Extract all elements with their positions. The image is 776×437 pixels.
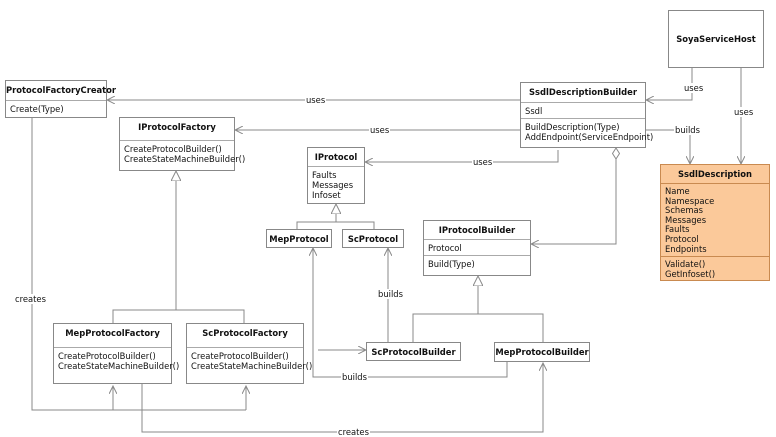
- field-item: Ssdl: [525, 106, 543, 116]
- class-name: SsdlDescription: [677, 169, 753, 179]
- builder-uses-creator-label: uses: [305, 95, 327, 105]
- class-iprotocol-builder[interactable]: IProtocolBuilder Protocol Build(Type): [423, 220, 531, 276]
- method-item: Validate(): [665, 259, 706, 270]
- mep-protocol-inherit-line: [296, 221, 336, 229]
- field-item: Schemas: [665, 205, 704, 216]
- field-item: Protocol: [665, 233, 699, 244]
- mep-factory-inherit-line: [112, 309, 176, 323]
- class-ssdl-description[interactable]: SsdlDescription Name Namespace Schemas M…: [660, 164, 770, 281]
- builder-builds-description-label: builds: [674, 125, 701, 135]
- field-item: Name: [665, 186, 690, 196]
- mep-builder-inherit-line: [478, 313, 544, 342]
- sc-builder-inherit-line: [412, 313, 478, 342]
- sc-protocol-inherit-line: [336, 221, 375, 229]
- class-mep-protocol-builder[interactable]: MepProtocolBuilder: [494, 342, 590, 362]
- field-item: Endpoints: [665, 243, 707, 254]
- class-sc-protocol-factory[interactable]: ScProtocolFactory CreateProtocolBuilder(…: [186, 323, 313, 384]
- method-item: CreateProtocolBuilder(): [191, 351, 289, 361]
- field-item: Namespace: [665, 195, 715, 206]
- builder-uses-factory-label: uses: [369, 125, 391, 135]
- class-name: ScProtocolFactory: [202, 328, 288, 338]
- class-name: IProtocolFactory: [138, 122, 216, 132]
- class-sc-protocol-builder[interactable]: ScProtocolBuilder: [366, 342, 461, 361]
- class-iprotocol-factory[interactable]: IProtocolFactory CreateProtocolBuilder()…: [119, 117, 246, 171]
- method-item: Create(Type): [10, 104, 64, 114]
- field-item: Messages: [312, 180, 354, 190]
- sc-builder-builds-label: builds: [377, 289, 404, 299]
- creator-creates-line: [31, 118, 246, 411]
- mep-builder-builds-line: [313, 248, 508, 378]
- method-item: CreateProtocolBuilder(): [124, 144, 222, 154]
- method-item: CreateProtocolBuilder(): [58, 351, 156, 361]
- factories-create-label: creates: [337, 427, 370, 437]
- class-mep-protocol-factory[interactable]: MepProtocolFactory CreateProtocolBuilder…: [53, 323, 180, 384]
- host-uses-builder-label: uses: [683, 83, 705, 93]
- method-item: AddEndpoint(ServiceEndpoint): [525, 132, 654, 142]
- class-iprotocol[interactable]: IProtocol Faults Messages Infoset: [307, 147, 365, 204]
- class-name: MepProtocolFactory: [65, 328, 160, 338]
- class-mep-protocol[interactable]: MepProtocol: [266, 229, 332, 248]
- class-soya-service-host[interactable]: SoyaServiceHost: [668, 10, 764, 68]
- class-name: ScProtocol: [347, 233, 399, 244]
- class-name: IProtocolBuilder: [438, 225, 516, 235]
- method-item: CreateStateMachineBuilder(): [191, 361, 313, 371]
- builder-uses-iprotocol-line: [365, 150, 559, 162]
- builder-aggregates-protocolbuilder-line: [531, 148, 616, 244]
- sc-factory-inherit-line: [176, 309, 245, 323]
- class-name: ScProtocolBuilder: [371, 346, 456, 357]
- mep-builder-builds-label: builds: [341, 372, 368, 382]
- class-name: ProtocolFactoryCreator: [6, 85, 117, 95]
- creator-creates-label: creates: [14, 294, 47, 304]
- builder-uses-iprotocol-label: uses: [472, 157, 494, 167]
- field-item: Faults: [312, 170, 337, 180]
- method-item: GetInfoset(): [665, 268, 716, 279]
- class-ssdl-description-builder[interactable]: SsdlDescriptionBuilder Ssdl BuildDescrip…: [520, 82, 654, 148]
- class-name: MepProtocol: [269, 233, 329, 244]
- class-name: IProtocol: [314, 152, 358, 162]
- host-uses-description-label: uses: [733, 107, 755, 117]
- method-item: Build(Type): [428, 259, 475, 269]
- class-protocol-factory-creator[interactable]: ProtocolFactoryCreator Create(Type): [5, 80, 117, 118]
- class-name: SoyaServiceHost: [676, 34, 756, 44]
- method-item: CreateStateMachineBuilder(): [58, 361, 180, 371]
- class-sc-protocol[interactable]: ScProtocol: [342, 229, 404, 248]
- method-item: CreateStateMachineBuilder(): [124, 154, 246, 164]
- field-item: Faults: [665, 224, 690, 235]
- field-item: Infoset: [312, 190, 341, 200]
- field-item: Messages: [665, 214, 707, 225]
- field-item: Protocol: [428, 243, 462, 253]
- class-name: SsdlDescriptionBuilder: [529, 87, 637, 97]
- class-name: MepProtocolBuilder: [495, 347, 589, 357]
- method-item: BuildDescription(Type): [525, 122, 620, 132]
- host-uses-builder-line: [646, 68, 693, 100]
